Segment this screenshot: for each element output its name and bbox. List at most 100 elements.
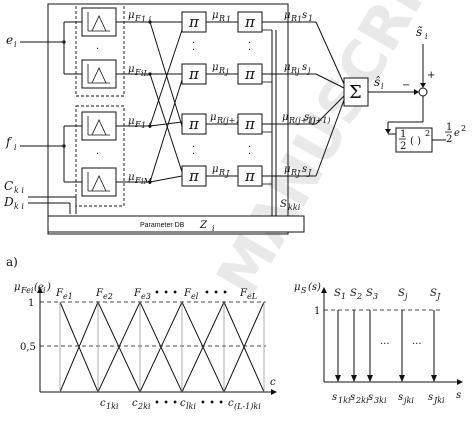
group-f-dashed [75,105,125,207]
rule-out-j: μ [284,62,291,73]
svg-text:S: S [301,286,307,295]
muR-J: μ [212,164,219,175]
pi-col-1: π π π π · · · · [181,11,207,187]
watermark: MANUSCRIPT [203,0,474,307]
b-bot-s2: s [350,392,355,403]
svg-text:s: s [302,10,307,21]
svg-text:2: 2 [400,141,406,152]
b-singletons [335,310,437,382]
svg-text:F: F [134,68,141,77]
svg-text:lki: lki [186,402,196,411]
db-label: Parameter DB [140,222,185,229]
muR-j1: μ [210,112,217,123]
svg-text:π: π [244,115,256,133]
a-xtick-L1: c [228,398,234,409]
svg-text:π: π [244,65,256,83]
svg-text:eL: eL [247,292,257,301]
svg-text:·: · [192,38,195,49]
rule-out-J: μ [284,164,291,175]
svg-text:s: s [304,112,309,123]
a-ytick-05: 0,5 [20,342,36,353]
s-hat: ŝ [374,75,380,89]
b-top-Sj: S [398,288,405,299]
s-tilde: s̃ [416,25,423,39]
muR-1: μ [212,10,219,21]
svg-text:J: J [295,169,301,178]
svg-text:2ki: 2ki [355,396,369,405]
svg-text:1: 1 [226,15,231,24]
rule-out-j1: μ [282,112,289,123]
svg-text:e: e [454,128,460,139]
a-ellipsis-bottom: • • • [154,398,178,409]
svg-text:jki: jki [402,396,414,405]
mf-box-eL [81,59,117,89]
svg-text:1: 1 [308,14,313,23]
a-set-el: F [183,288,192,299]
a-set-eL: F [239,288,248,299]
plus-sign: + [427,70,435,81]
a-ellipsis-bottom2: • • • [200,398,224,409]
input-f-sub: i [14,143,17,152]
svg-text:Jki: Jki [432,396,445,405]
dots-f: · [96,149,99,160]
input-C: C [4,179,13,193]
svg-text:F: F [134,176,141,185]
svg-text:2: 2 [425,129,430,138]
svg-text:(e: (e [34,282,44,293]
svg-text:s: s [302,164,307,175]
pi-col-2: π π π π · · · · [237,11,263,187]
svg-text:i: i [43,286,46,295]
svg-text:i: i [425,32,428,41]
fuzzy-network-diagram: Parameter DB Z i [3,3,466,235]
input-D: D [3,195,14,209]
a-set-e3: F [133,288,142,299]
input-D-sub: k i [14,202,24,211]
b-bot-s3: s [368,392,373,403]
input-e: e [6,33,13,47]
err-out: 1 [446,122,452,133]
b-xlabel: s [456,390,461,401]
s-kki: S [280,199,287,210]
svg-text:J: J [224,169,230,178]
links-to-sum [262,21,345,177]
svg-text:(L-1)ki: (L-1)ki [234,402,261,411]
dots-e: · [96,44,99,55]
b-bot-sj: s [398,392,403,403]
svg-text:1: 1 [400,129,406,140]
svg-text:e3: e3 [141,292,151,301]
svg-text:R(j+1): R(j+1) [216,116,244,125]
svg-text:·: · [248,149,251,160]
svg-text:j: j [306,66,311,75]
svg-text:2: 2 [356,292,362,301]
svg-text:• • •: • • • [204,288,228,299]
mf-box-f1 [81,111,117,141]
svg-text:R(j+1): R(j+1) [288,116,316,125]
svg-text:1 i: 1 i [141,15,152,24]
a-set-e2: F [95,288,104,299]
parameter-db-box [47,215,305,233]
svg-text:s: s [302,62,307,73]
a-triangles [59,300,265,393]
b-top-SJ: S [430,288,437,299]
svg-text:π: π [188,13,200,31]
a-xtick-1: c [100,398,106,409]
network-frame [47,3,289,235]
svg-text:·: · [192,142,195,153]
a-set-e1: F [55,288,64,299]
panel-b: μ S (s) s 1 S 1 S 2 S 3 S j S J [294,282,463,405]
svg-text:1: 1 [341,292,346,301]
svg-text:(j+1): (j+1) [310,116,331,125]
rule-out-1: μ [284,10,291,21]
svg-text:j: j [403,292,408,301]
a-ellipsis-top: • • • [154,288,178,299]
db-sub: i [212,224,215,233]
svg-text:·: · [248,45,251,56]
svg-text:R: R [218,168,225,177]
svg-text:( ): ( ) [410,136,421,147]
svg-text:): ) [46,282,51,293]
svg-text:j: j [224,67,229,76]
svg-text:i: i [381,82,384,91]
mf-box-e1 [81,7,117,37]
svg-text:3: 3 [373,292,378,301]
